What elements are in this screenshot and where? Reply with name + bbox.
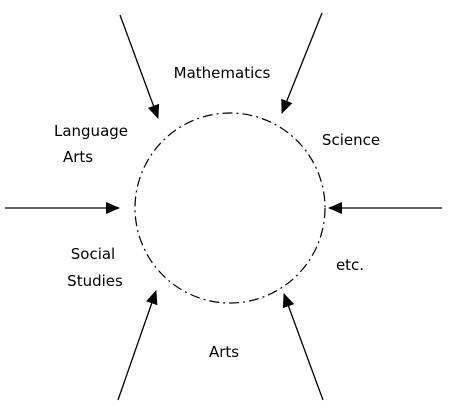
center-circle [134,112,326,304]
label-etc: etc. [336,256,364,274]
label-social-studies-line1: Social [71,245,115,263]
label-mathematics: Mathematics [174,64,271,82]
arrow-bottom-left [117,290,158,401]
label-social-studies-line2: Studies [67,272,123,290]
label-science: Science [322,131,380,149]
arrow-bottom-right [282,293,324,401]
label-language-arts-line2: Arts [63,148,93,166]
label-language-arts-line1: Language [54,122,128,140]
label-arts: Arts [209,343,239,361]
arrow-top-left [119,14,160,119]
arrow-top-right [281,12,323,114]
